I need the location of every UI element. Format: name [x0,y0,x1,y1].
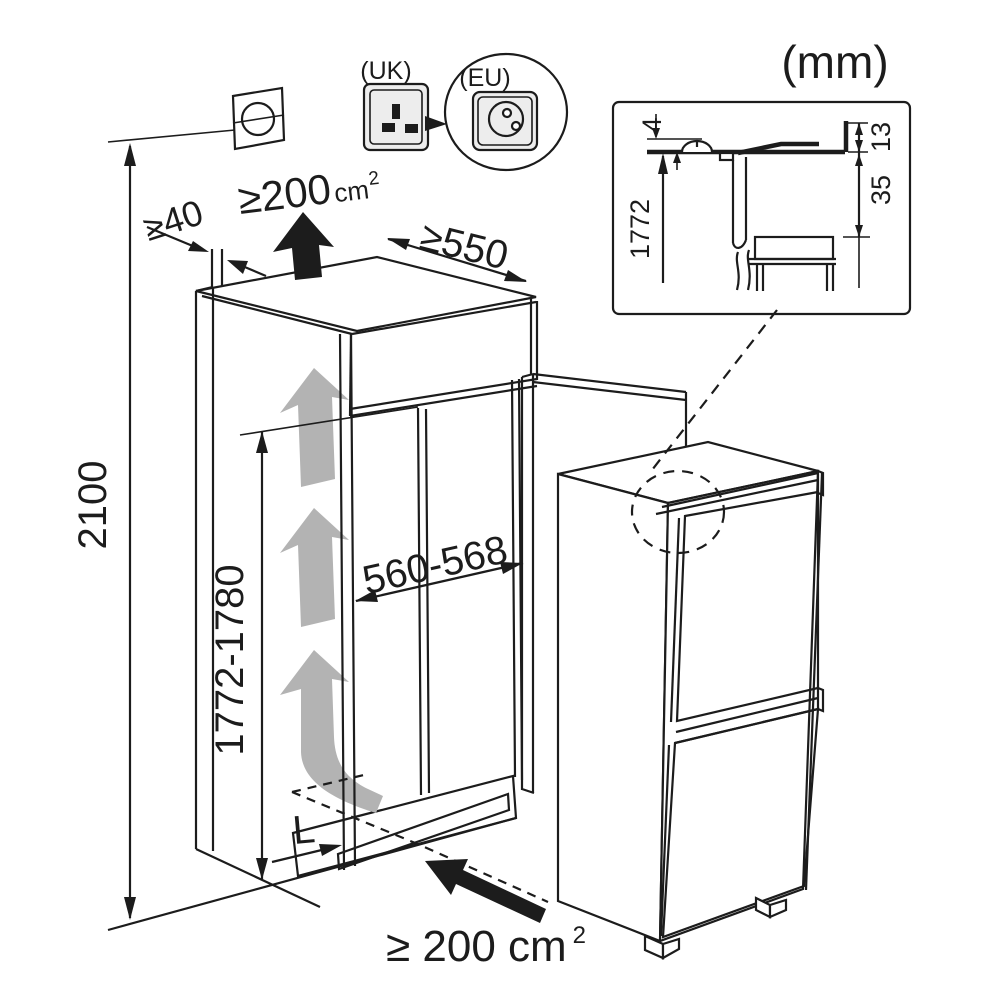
eu-socket-label: (EU) [459,64,510,92]
inset-cross-section [647,121,868,291]
power-sockets: (UK) (EU) [231,52,569,172]
dim-niche-depth-label: ≥550 [416,214,513,278]
open-door [520,372,688,795]
top-vent-arrow-icon [273,212,334,280]
uk-socket-label: (UK) [360,57,411,85]
detail-callout [630,309,778,555]
inset-top-panel-edge-label: 13 [866,122,896,152]
appliance-unit [556,440,825,960]
dim-niche-height: 1772-1780 [208,406,419,880]
dim-rear-gap-label: ≥40 [138,191,208,248]
inset-frame [611,100,912,316]
inset-appliance-height-label: 1772 [625,199,655,259]
airflow-arrow-top [280,368,349,487]
detail-inset: (mm) [611,36,912,316]
eu-plug-socket-icon: (EU) [443,52,569,172]
dim-plinth-recess: L [271,807,342,864]
dim-top-vent-label: ≥200cm2 [235,159,382,223]
dim-overall-height: 2100 [71,129,236,920]
inset-dimensions: 4 1772 13 35 [625,114,896,288]
wall-socket-icon [231,86,286,151]
dim-niche-height-label: 1772-1780 [208,564,252,755]
bottom-vent-arrow-icon [425,859,546,923]
airflow-arrow-bottom [280,650,383,813]
appliance-feet [643,896,788,960]
cabinet-lines [107,249,549,932]
dim-plinth-recess-label: L [291,807,317,853]
uk-plug-socket-icon: (UK) [360,57,447,152]
lower-door [659,707,820,939]
units-note: (mm) [781,36,888,88]
niche-cabinet [107,212,688,932]
airflow-arrow-middle [280,508,349,627]
airflow-arrows [280,368,383,813]
callout-circle-icon [630,469,726,555]
dim-niche-width-label: 560-568 [359,528,512,603]
dim-niche-width: 560-568 [355,528,524,603]
inset-top-gap-label: 35 [866,175,896,205]
inset-hinge-clearance-label: 4 [637,117,667,132]
dim-overall-height-label: 2100 [71,461,115,550]
